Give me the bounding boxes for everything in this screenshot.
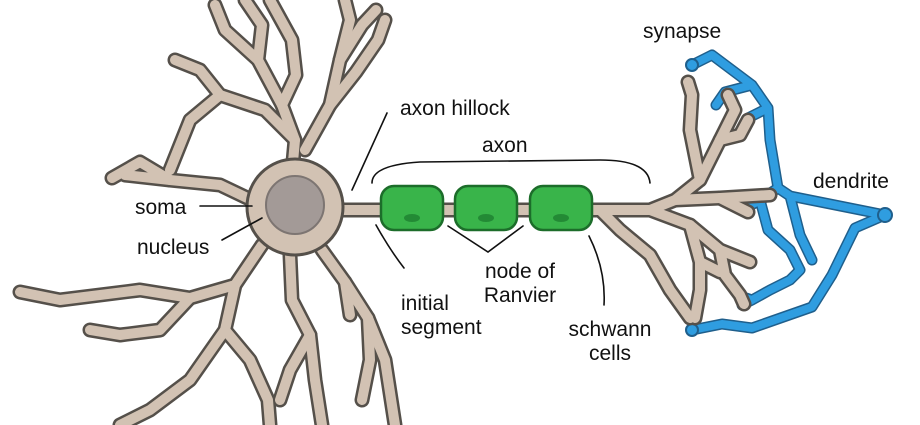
neuron-processes	[12, 0, 778, 425]
schwann-cells-line2: cells	[588, 342, 631, 365]
schwann-cell-2	[453, 184, 519, 232]
synapse-label: synapse	[643, 20, 722, 43]
axon-hillock-label: axon hillock	[400, 97, 510, 120]
soma-label: soma	[135, 196, 187, 219]
schwann-cell-3	[528, 184, 594, 232]
initial-segment-line2: segment	[401, 316, 482, 339]
axon-hillock-leader	[351, 112, 388, 191]
schwann-nucleus-2	[478, 214, 494, 222]
schwann-cells-group	[379, 184, 594, 232]
initial-segment-line1: initial	[401, 292, 449, 315]
initial-segment-leader	[375, 224, 405, 269]
node-of-ranvier-leader	[447, 225, 524, 253]
node-of-ranvier-label: node of Ranvier	[470, 260, 570, 308]
axon-bracket	[371, 159, 651, 184]
nucleus-label: nucleus	[137, 236, 210, 259]
node-of-ranvier-line2: Ranvier	[483, 284, 557, 307]
initial-segment-label: initial segment	[401, 292, 482, 340]
schwann-cell-1	[379, 184, 445, 232]
schwann-nucleus-3	[553, 214, 569, 222]
dendrite-label: dendrite	[813, 170, 889, 193]
schwann-cells-label: schwann cells	[560, 318, 660, 366]
schwann-cells-line1: schwann	[568, 318, 652, 341]
axon-label: axon	[482, 134, 528, 157]
nucleus-shape	[265, 175, 325, 235]
node-of-ranvier-line1: node of	[484, 260, 556, 283]
schwann-nucleus-1	[404, 214, 420, 222]
schwann-cells-leader	[588, 235, 606, 306]
nucleus-leader	[221, 217, 263, 241]
annotation-lines	[199, 112, 651, 306]
